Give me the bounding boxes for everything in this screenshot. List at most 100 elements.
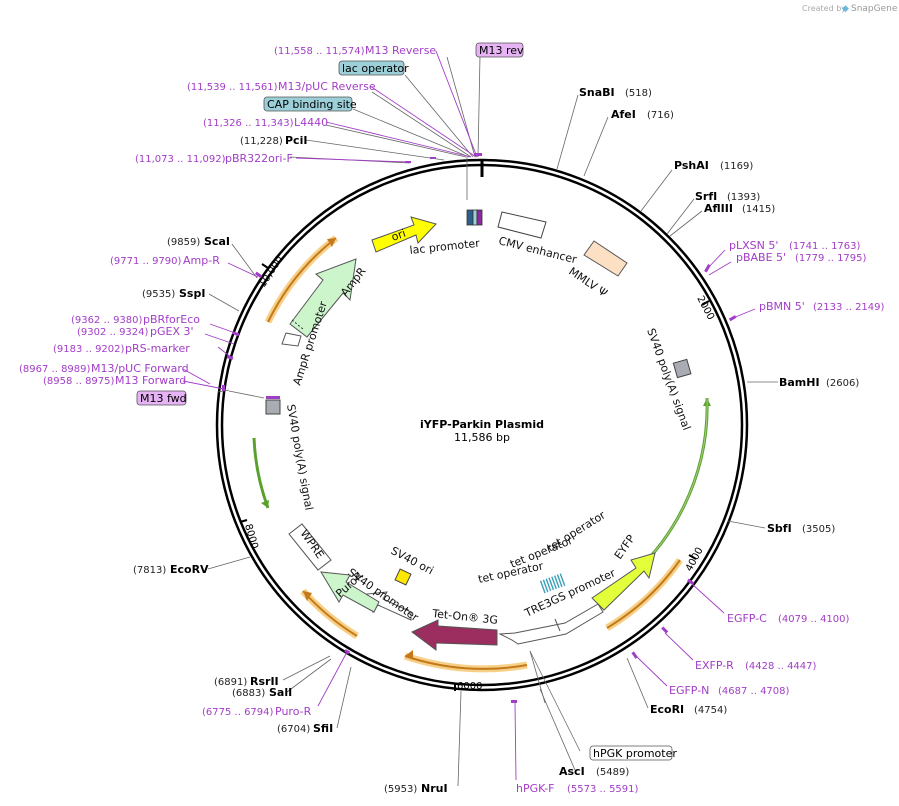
- cmv-enhancer-label: CMV enhancer: [497, 234, 578, 266]
- orf-arc-amp-arrow-icon: [327, 238, 336, 247]
- enzyme-afliii: AflIII: [704, 202, 733, 215]
- teton-3g-arrow: [411, 619, 498, 651]
- primer-plxsn5: pLXSN 5': [729, 239, 778, 252]
- m13-fwd-label: M13 fwd: [140, 392, 187, 405]
- leader-lines: [207, 55, 778, 787]
- enzyme-snabi-pos: (518): [625, 88, 652, 99]
- primer-m13puc-forward: M13/pUC Forward: [91, 362, 189, 375]
- teton-3g-label: Tet-On® 3G: [431, 607, 499, 627]
- enzyme-sspi-pos: (9535): [142, 289, 175, 300]
- enzyme-ecori: EcoRI: [650, 703, 684, 716]
- wpre-box: [288, 523, 332, 571]
- enzyme-asci-pos: (5489): [596, 767, 629, 778]
- eyfp-label: EYFP: [612, 532, 638, 562]
- ori-label: ori: [390, 227, 408, 244]
- primer-pbrforeco-pos: (9362 .. 9380): [71, 315, 143, 326]
- primer-pbrforeco: pBRforEco: [143, 313, 200, 326]
- primer-amp-r-pos: (9771 .. 9790): [110, 256, 182, 267]
- enzyme-scai-pos: (9859): [167, 237, 200, 248]
- primer-exfp-r-pos: (4428 .. 4447): [745, 661, 817, 672]
- enzyme-nrui-pos: (5953): [384, 784, 417, 795]
- enzyme-bamhi: BamHI: [779, 376, 820, 389]
- primer-hpgk-f-pos: (5573 .. 5591): [567, 784, 639, 795]
- primer-amp-r: Amp-R: [183, 254, 220, 267]
- primer-pbr322ori-f-pos: (11,073 .. 11,092): [135, 154, 226, 165]
- tet-operator-label-3: tet operator: [545, 508, 608, 554]
- enzyme-sfii-pos: (6704): [277, 724, 310, 735]
- primer-prs-marker-pos: (9183 .. 9202): [53, 344, 125, 355]
- enzyme-srfi-pos: (1393): [727, 192, 760, 203]
- enzyme-afei: AfeI: [611, 108, 636, 121]
- snapgene-logo-icon: ◆: [842, 4, 849, 14]
- enzyme-sbfi: SbfI: [767, 522, 792, 535]
- hpgk-promoter-label-box: [589, 745, 673, 761]
- cap-site-block: [472, 209, 478, 226]
- backbone-outer: [215, 158, 749, 692]
- enzyme-pcii: PciI: [285, 134, 307, 147]
- hpgk-promoter-label: hPGK promoter: [593, 747, 677, 760]
- primer-egfp-c: EGFP-C: [727, 612, 767, 625]
- credit-prefix: Created by: [802, 4, 846, 13]
- m13-rev-label: M13 rev: [479, 44, 524, 57]
- primer-egfp-n: EGFP-N: [669, 684, 709, 697]
- tet-operator-repeats: [538, 572, 566, 594]
- primer-m13-reverse: M13 Reverse: [365, 44, 436, 57]
- enzyme-scai: ScaI: [204, 235, 230, 248]
- enzyme-asci: AscI: [559, 765, 585, 778]
- sv40-ori-box: [394, 568, 412, 586]
- orf-arc-bottom: [404, 655, 528, 670]
- enzyme-ecori-pos: (4754): [694, 705, 727, 716]
- lac-operator-block: [476, 209, 483, 226]
- primer-pbmn5: pBMN 5': [759, 300, 805, 313]
- primer-exfp-r: EXFP-R: [695, 659, 734, 672]
- primer-m13puc-forward-pos: (8967 .. 8989): [19, 364, 91, 375]
- sv40-polya-right-label: SV40 poly(A) signal: [644, 327, 693, 432]
- sv40-polya-right-box: [672, 358, 692, 379]
- enzyme-sfii: SfiI: [313, 722, 333, 735]
- orf-arc-left-arrow-icon: [261, 500, 269, 508]
- mmlv-psi-box: [583, 240, 628, 277]
- sv40-polya-left-box: [265, 399, 281, 415]
- primer-plxsn5-pos: (1741 .. 1763): [789, 241, 861, 252]
- enzyme-rsrii: RsrII: [250, 675, 279, 688]
- plasmid-length: 11,586 bp: [454, 431, 510, 444]
- mmlv-psi-label: MMLV Ψ: [566, 265, 610, 300]
- primer-pgex3-pos: (9302 .. 9324): [77, 327, 149, 338]
- orf-arc-egfp: [606, 559, 681, 629]
- cmv-enhancer-box: [497, 211, 547, 239]
- enzyme-sbfi-pos: (3505): [802, 524, 835, 535]
- enzyme-ecorv-pos: (7813): [133, 565, 166, 576]
- orf-arc-bottom-arrow-icon: [405, 650, 413, 660]
- primer-m13-forward-pos: (8958 .. 8975): [43, 376, 115, 387]
- primer-prs-marker: pRS-marker: [125, 342, 190, 355]
- orf-arc-amp: [267, 237, 337, 323]
- plasmid-title: iYFP-Parkin Plasmid: [420, 418, 544, 431]
- primer-leader-lines: [182, 50, 756, 781]
- enzyme-snabi: SnaBI: [579, 86, 615, 99]
- enzyme-pshai: PshAI: [674, 159, 709, 172]
- lac-operator-label: lac operator: [342, 62, 409, 75]
- credit-brand: SnapGene: [851, 4, 898, 14]
- primer-m13-forward: M13 Forward: [115, 374, 186, 387]
- primer-l4440: L4440: [294, 116, 328, 129]
- tick-2000: 2000: [694, 294, 716, 322]
- enzyme-pshai-pos: (1169): [720, 161, 753, 172]
- primer-l4440-pos: (11,326 .. 11,343): [203, 118, 294, 129]
- lac-operator-label-box: [338, 60, 405, 76]
- primer-m13puc-reverse: M13/pUC Reverse: [278, 80, 376, 93]
- primer-markers: [222, 153, 737, 703]
- ori-arrow: [371, 216, 437, 253]
- cap-site-label-box: [263, 96, 353, 112]
- enzyme-afei-pos: (716): [647, 110, 674, 121]
- puror-arrow: [320, 571, 380, 613]
- primer-pbabe5: pBABE 5': [736, 251, 786, 264]
- primer-pbmn5-pos: (2133 .. 2149): [813, 302, 885, 313]
- enzyme-nrui: NruI: [421, 782, 448, 795]
- lac-promoter-block: [466, 209, 474, 226]
- eyfp-arrow: [591, 552, 656, 611]
- orf-arc-puro-arrow-icon: [303, 591, 312, 601]
- tick-10000: 10,000: [257, 254, 285, 289]
- enzyme-pcii-pos: (11,228): [240, 136, 283, 147]
- enzyme-sspi: SspI: [179, 287, 205, 300]
